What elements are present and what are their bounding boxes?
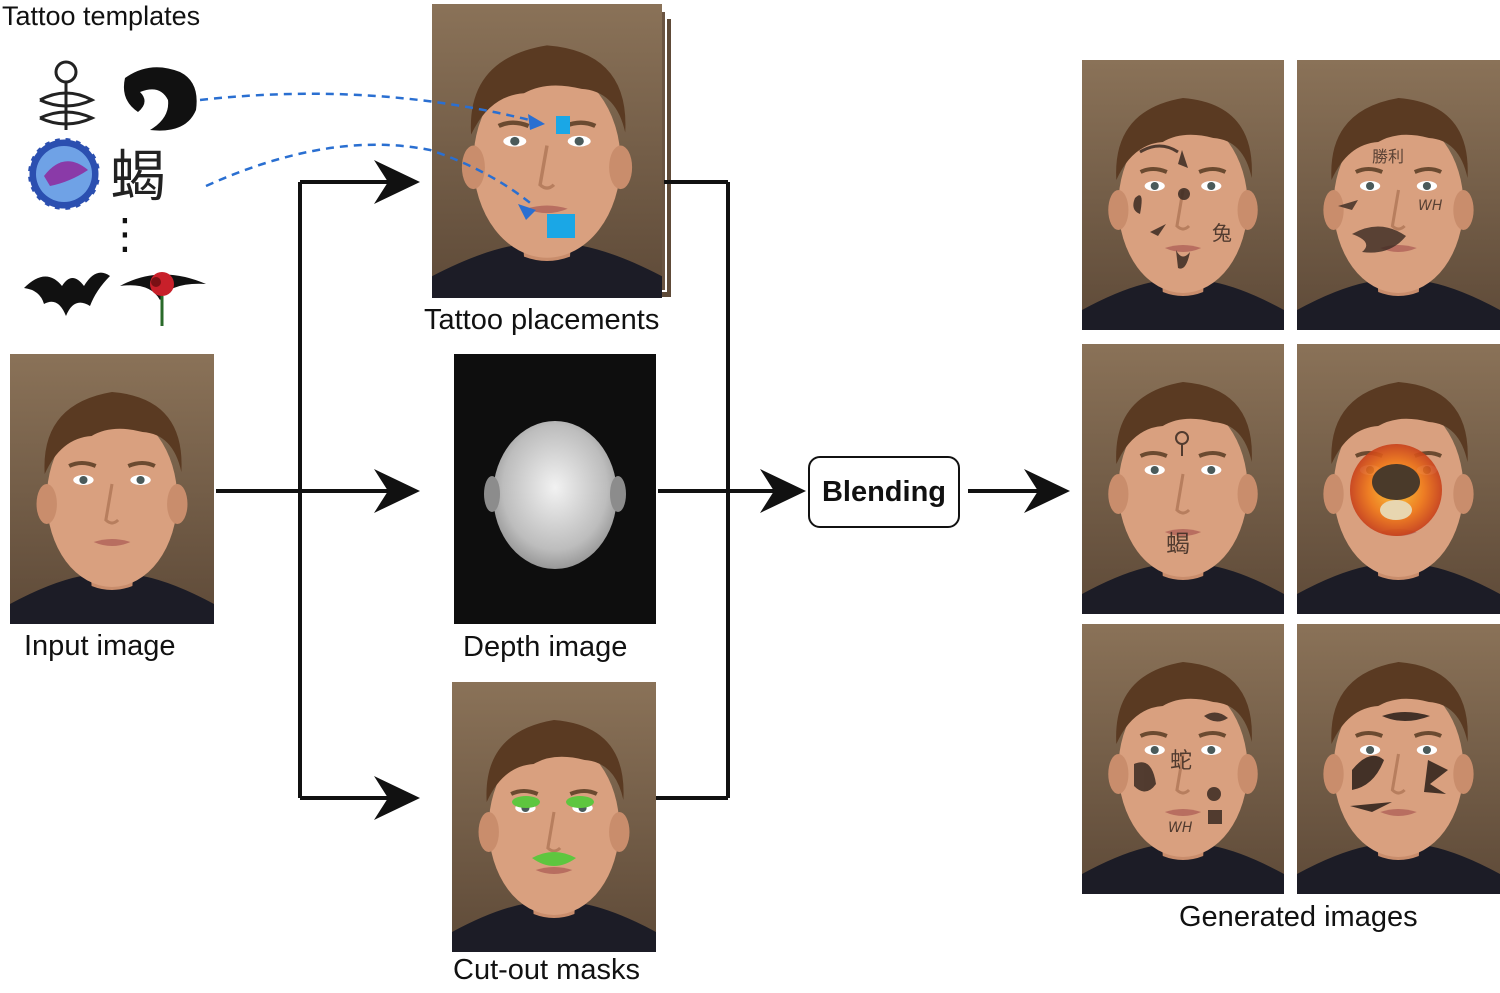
tattoo-placements-label: Tattoo placements (424, 304, 660, 336)
tattoo-overlays-image-4 (1350, 444, 1442, 536)
depth-image (454, 354, 656, 624)
arrowhead-depth (374, 469, 420, 513)
arrowhead-blending (760, 469, 806, 513)
left-eye-mask (512, 796, 540, 808)
blending-box: Blending (808, 456, 960, 528)
arrowhead-masks (374, 776, 420, 820)
overlay-glyph: WH (1418, 198, 1443, 214)
arrowhead-generated (1024, 469, 1070, 513)
dolphin-tattoo-icon (26, 136, 102, 212)
tattoo-overlays-image-5: 蛇 WH (1134, 712, 1228, 836)
dashed-arrowhead-forehead (528, 114, 545, 130)
generated-images-label: Generated images (1179, 901, 1418, 933)
tattoo-template-gallery: 蝎 ⋮ (24, 60, 206, 326)
overlay-glyph: 蛇 (1170, 749, 1192, 774)
generated-image (1297, 60, 1500, 330)
cut-out-masks-label: Cut-out masks (453, 954, 640, 986)
input-image-label: Input image (24, 630, 176, 662)
chinese-char-tattoo: 蝎 (110, 145, 166, 210)
tattoo-overlays-image-6 (1350, 712, 1448, 812)
ornament-tattoo-icon (39, 60, 96, 130)
tattoo-overlays-image-2: 勝利 WH (1338, 147, 1443, 253)
tribal-wing-tattoo-icon (24, 272, 110, 316)
tattoo-placement-stack (432, 4, 673, 299)
dashed-arrowhead-chin (518, 204, 536, 220)
tribal-tattoo-icon (123, 67, 197, 131)
generated-image (1297, 624, 1500, 894)
overlay-glyph: 兔 (1212, 221, 1232, 245)
blending-label: Blending (821, 475, 947, 508)
arrowhead-placements (374, 160, 420, 204)
arrowheads (374, 160, 1070, 820)
tattoo-overlays-image-1: 兔 (1133, 144, 1232, 269)
chin-placement-marker (547, 214, 575, 238)
right-eye-mask (566, 796, 594, 808)
forehead-placement-marker (556, 116, 570, 134)
overlay-glyph: 蝎 (1166, 530, 1190, 558)
tattoo-placement-image (432, 4, 662, 298)
generated-image (1082, 344, 1284, 614)
input-image (10, 354, 214, 624)
overlay-glyph: WH (1168, 820, 1193, 836)
overlay-glyph: 勝利 (1372, 147, 1404, 166)
depth-image-label: Depth image (463, 631, 628, 663)
pipeline-connectors (216, 180, 1052, 800)
tattoo-templates-label: Tattoo templates (2, 1, 201, 31)
generated-images-grid: 兔 勝利 WH 蝎 蛇 WH (1082, 60, 1500, 894)
lips-mask (532, 852, 576, 866)
tattoo-overlays-image-3: 蝎 (1166, 431, 1190, 558)
rose-tattoo-icon (120, 272, 206, 326)
more-templates-dots: ⋮ (104, 209, 146, 258)
template-to-placement-arrows (199, 92, 546, 207)
cut-out-masks-image (452, 682, 656, 952)
